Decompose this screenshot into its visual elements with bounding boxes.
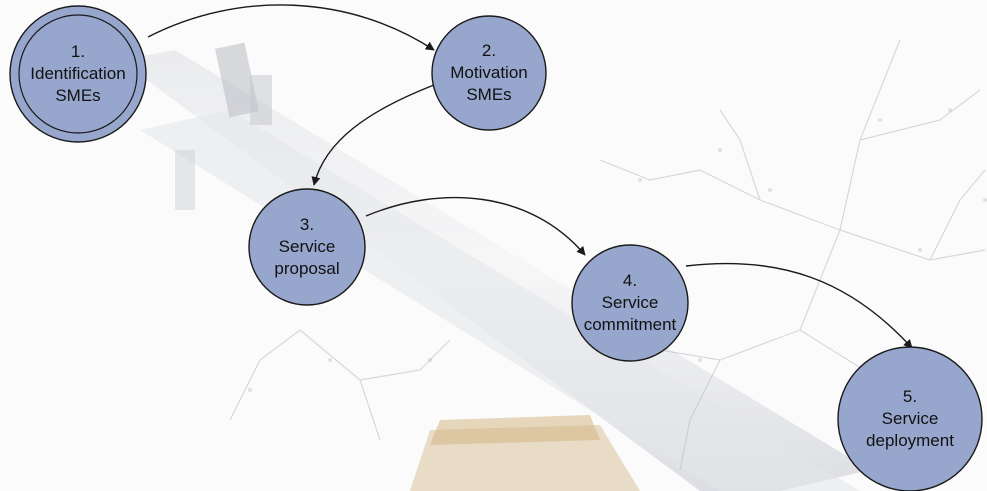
arrow-n1-to-n2 bbox=[147, 4, 435, 51]
node-3-circle bbox=[248, 188, 366, 306]
nodes-layer bbox=[9, 5, 983, 491]
node-2-circle bbox=[431, 15, 547, 131]
node-1-inner-ring bbox=[18, 14, 138, 134]
node-4-circle bbox=[571, 244, 689, 362]
node-1-circle bbox=[9, 5, 147, 143]
node-5-circle bbox=[837, 346, 983, 491]
arrow-n2-to-n3 bbox=[311, 84, 435, 186]
arrow-n4-to-n5 bbox=[685, 262, 913, 349]
edges-layer bbox=[147, 4, 913, 349]
arrow-n3-to-n4 bbox=[365, 196, 586, 256]
